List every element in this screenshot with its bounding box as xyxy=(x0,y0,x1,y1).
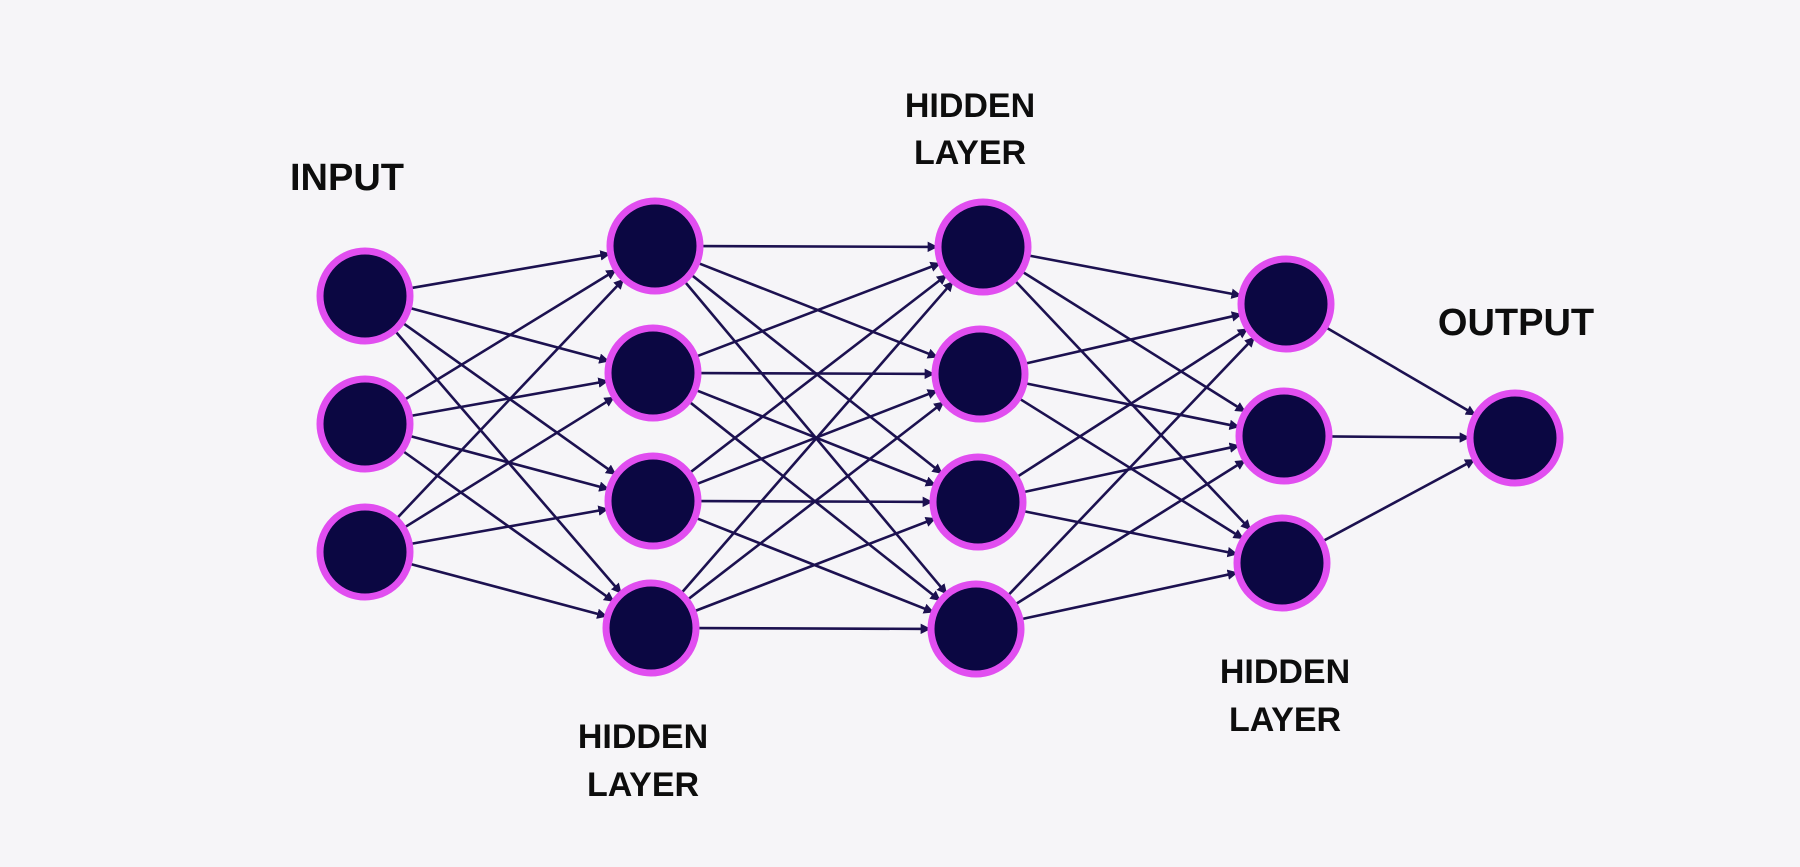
input-layer-label: INPUT xyxy=(290,157,404,199)
connection-arrow xyxy=(399,447,615,603)
output-layer-label: OUTPUT xyxy=(1438,302,1594,344)
connection-arrow xyxy=(678,280,954,597)
connection-arrow xyxy=(400,396,615,531)
hidden-1-neuron-1 xyxy=(606,197,704,295)
connection-arrow xyxy=(686,274,948,476)
connection-arrow xyxy=(697,241,939,253)
hidden-layer-1-label-line1: HIDDEN xyxy=(578,718,708,756)
connection-arrow xyxy=(406,305,610,364)
connection-arrow xyxy=(1326,432,1471,443)
connection-arrow xyxy=(1004,336,1256,599)
connection-arrow xyxy=(393,278,625,522)
hidden-3-neuron-1 xyxy=(1237,255,1335,353)
hidden-2-neuron-2 xyxy=(931,325,1029,423)
hidden-layer-1-label-line2: LAYER xyxy=(587,766,699,804)
hidden-3-neuron-2 xyxy=(1235,387,1333,485)
neurons-group xyxy=(316,197,1564,678)
hidden-layer-2-label-line2: LAYER xyxy=(914,134,1026,172)
input-neuron-3 xyxy=(316,503,414,601)
connection-arrow xyxy=(1322,324,1477,416)
connection-arrow xyxy=(1017,569,1239,622)
hidden-2-neuron-4 xyxy=(927,580,1025,678)
hidden-layer-3-label-line2: LAYER xyxy=(1229,701,1341,739)
connection-arrow xyxy=(1021,311,1243,366)
connection-arrow xyxy=(693,623,932,635)
hidden-1-neuron-3 xyxy=(604,452,702,550)
output-neuron-1 xyxy=(1466,389,1564,487)
input-neuron-2 xyxy=(316,375,414,473)
hidden-2-neuron-1 xyxy=(934,198,1032,296)
hidden-layer-3-label-line1: HIDDEN xyxy=(1220,653,1350,691)
connection-arrow xyxy=(407,505,609,546)
connection-arrow xyxy=(685,398,941,602)
connection-arrow xyxy=(692,261,941,359)
connection-arrow xyxy=(1025,253,1242,299)
input-neuron-1 xyxy=(316,247,414,345)
connection-arrow xyxy=(1319,458,1476,544)
hidden-2-neuron-3 xyxy=(929,453,1027,551)
connection-arrow xyxy=(407,250,611,290)
connections-group xyxy=(392,241,1477,635)
connection-arrow xyxy=(1013,327,1249,480)
connection-arrow xyxy=(400,268,617,403)
connection-arrow xyxy=(1011,459,1246,608)
connection-arrow xyxy=(406,561,608,619)
connection-arrow xyxy=(695,368,936,380)
connection-arrow xyxy=(684,401,945,603)
hidden-1-neuron-4 xyxy=(602,579,700,677)
hidden-1-neuron-2 xyxy=(604,324,702,422)
connection-arrow xyxy=(407,377,609,418)
connection-arrow xyxy=(690,517,937,614)
hidden-3-neuron-3 xyxy=(1233,514,1331,612)
hidden-layer-2-label-line1: HIDDEN xyxy=(905,87,1035,125)
connection-arrow xyxy=(692,387,937,487)
